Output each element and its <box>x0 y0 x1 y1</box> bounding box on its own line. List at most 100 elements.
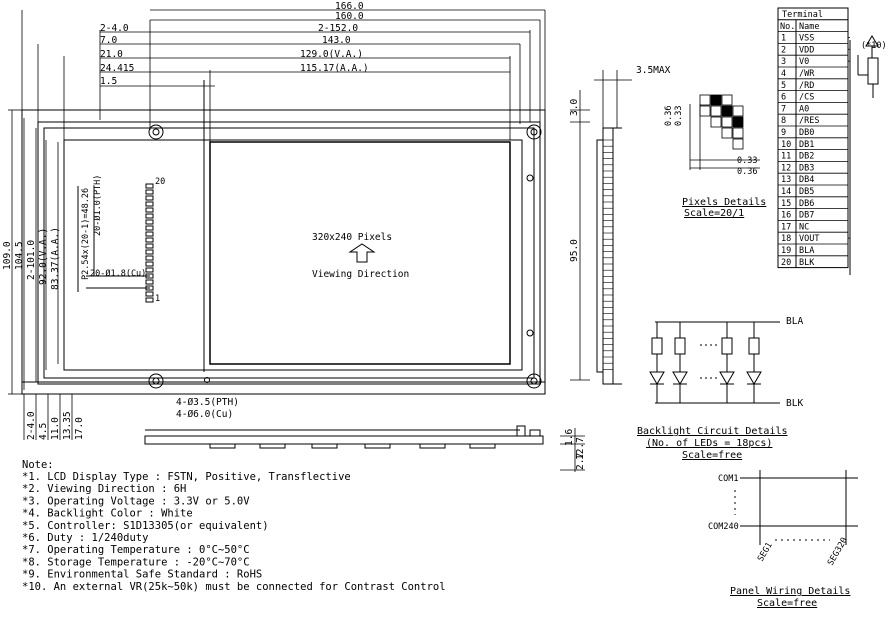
resistor <box>748 337 760 355</box>
note-item: *9. Environmental Safe Standard : RoHS <box>22 569 262 581</box>
connector-pad <box>145 267 154 273</box>
dim-3-5max: 3.5MAX <box>636 65 671 76</box>
pixel-cell <box>732 138 744 150</box>
note-item: *7. Operating Temperature : 0°C~50°C <box>22 544 250 556</box>
connector-pad <box>145 243 154 249</box>
terminal-pin-number: 4 <box>781 69 786 79</box>
bla-label: BLA <box>786 316 803 327</box>
dim-1-6: 1.6 <box>564 429 575 446</box>
terminal-pin-name: BLA <box>799 246 814 256</box>
dim-3: 3.0 <box>569 99 580 116</box>
dim-12-7: 12.7 <box>575 437 586 460</box>
pixel-cell <box>710 94 722 106</box>
led-symbol <box>649 371 665 385</box>
bezel-inner <box>43 127 535 379</box>
terminal-pin-name: BLK <box>799 258 815 268</box>
com240-label: COM240 <box>708 522 739 532</box>
top-dimensions <box>21 9 546 142</box>
left-dimensions <box>8 109 73 440</box>
dim-b-4-5: 4.5 <box>38 423 49 440</box>
terminal-pin-number: 2 <box>781 45 786 55</box>
terminal-pin-number: 11 <box>781 152 791 162</box>
terminal-pin-number: 6 <box>781 93 786 103</box>
dim-7: 7.0 <box>100 35 117 46</box>
terminal-pin-number: 1 <box>781 34 786 44</box>
terminal-pin-name: DB2 <box>799 152 814 162</box>
pixel-dim-h-036: 0.36 <box>737 167 757 177</box>
note-item: *6. Duty : 1/240duty <box>22 532 148 544</box>
terminal-pin-name: DB0 <box>799 128 814 138</box>
connector-pad <box>145 231 154 237</box>
pixel-cell <box>732 105 744 117</box>
connector-pad <box>145 249 154 255</box>
connector-pad <box>145 207 154 213</box>
terminal-pin-name: /RD <box>799 81 814 91</box>
dim-b-11: 11.0 <box>50 417 61 440</box>
connector-pad <box>145 189 154 195</box>
notes-heading: Note: <box>22 459 54 471</box>
pixel-cell <box>732 116 744 128</box>
dim-160: 160.0 <box>335 11 364 22</box>
terminal-pin-number: 17 <box>781 222 791 232</box>
blk-label: BLK <box>786 398 803 409</box>
pixel-cell <box>721 105 733 117</box>
terminal-pin-number: 20 <box>781 258 791 268</box>
dim-21: 21.0 <box>100 49 123 60</box>
mounting-holes <box>148 124 542 389</box>
resistor <box>674 337 686 355</box>
note-item: *5. Controller: S1D13305(or equivalent) <box>22 520 269 532</box>
terminal-pin-number: 14 <box>781 187 791 197</box>
dim-1-5: 1.5 <box>100 76 117 87</box>
contrast-vr <box>849 35 879 275</box>
panel-wiring-title: Panel Wiring Details <box>730 586 850 597</box>
connector-pad <box>145 225 154 231</box>
terminal-pin-name: DB6 <box>799 199 814 209</box>
front-view <box>21 80 546 395</box>
note-item: *4. Backlight Color : White <box>22 508 193 520</box>
led-symbol <box>672 371 688 385</box>
connector-pitch: P2.54x(20-1)=48.26 <box>81 188 91 280</box>
backlight-title: Backlight Circuit Details <box>637 426 788 437</box>
pixel-cell <box>710 105 722 117</box>
center-direction: Viewing Direction <box>312 269 409 280</box>
terminal-pin-name: /CS <box>799 93 814 103</box>
backlight-subtitle: (No. of LEDs = 18pcs) <box>646 438 772 449</box>
dim-143: 143.0 <box>322 35 351 46</box>
pixel-details-scale: Scale=20/1 <box>684 208 744 219</box>
dim-b-17: 17.0 <box>74 417 85 440</box>
terminal-pin-name: DB5 <box>799 187 814 197</box>
active-area <box>209 141 511 365</box>
connector-pad <box>145 183 154 189</box>
connector-cu: 20-Ø1.8(Cu) <box>90 268 146 279</box>
pixel-dim-v-036: 0.36 <box>664 106 674 126</box>
terminal-header-no: No. <box>780 22 795 32</box>
side-view <box>594 70 632 385</box>
pixel-details <box>689 94 760 170</box>
vr-note-marker: (*10) <box>861 41 887 51</box>
note-item: *8. Storage Temperature : -20°C~70°C <box>22 556 250 568</box>
terminal-title: Terminal <box>782 10 823 20</box>
connector-pad <box>145 195 154 201</box>
pixel-cell <box>710 116 722 128</box>
terminal-pin-name: NC <box>799 222 809 232</box>
terminal-pin-name: DB1 <box>799 140 814 150</box>
terminal-pin-number: 19 <box>781 246 791 256</box>
dim-2-101: 2-101.0 <box>26 240 37 280</box>
dim-104-5: 104.5 <box>14 241 25 270</box>
connector-pad <box>145 237 154 243</box>
dim-166: 166.0 <box>335 1 364 12</box>
pixel-cell <box>699 105 711 117</box>
terminal-pin-name: VDD <box>799 45 814 55</box>
terminal-header-name: Name <box>799 22 819 32</box>
pixel-cell <box>721 116 733 128</box>
viewing-direction-arrow <box>348 243 376 263</box>
terminal-pin-number: 18 <box>781 234 791 244</box>
seg1-label: SEG1 <box>756 541 775 564</box>
pcb-outline <box>21 109 546 395</box>
connector-pad <box>145 213 154 219</box>
pixel-cell <box>732 127 744 139</box>
note-item: *10. An external VR(25k~50k) must be con… <box>22 581 446 593</box>
bottom-view <box>144 425 585 472</box>
